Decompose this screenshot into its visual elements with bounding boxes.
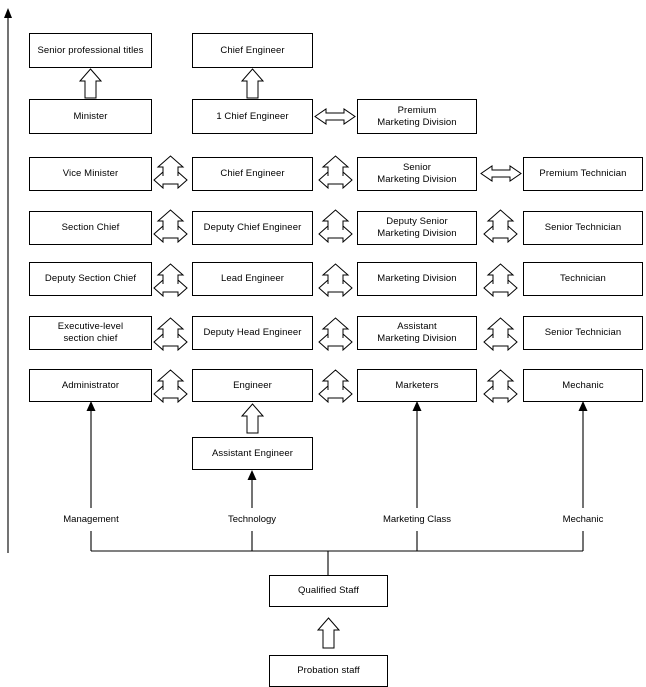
box-label: Senior Technician <box>544 327 622 339</box>
box-label: Senior professional titles <box>37 44 144 56</box>
box-deputy-chief-engineer[interactable]: Deputy Chief Engineer <box>192 211 313 245</box>
box-label: Qualified Staff <box>297 585 359 597</box>
box-minister[interactable]: Minister <box>29 99 152 134</box>
column-label-management: Management <box>63 514 118 525</box>
box-label: Engineer <box>233 379 272 391</box>
entry-arrow-mechanic <box>578 401 588 508</box>
box-technician[interactable]: Technician <box>523 262 643 296</box>
box-mechanic[interactable]: Mechanic <box>523 369 643 402</box>
box-label: Assistant Marketing Division <box>377 321 457 344</box>
box-qualified-staff[interactable]: Qualified Staff <box>269 575 388 607</box>
column-label-text: Marketing Class <box>382 514 452 525</box>
box-probation-staff[interactable]: Probation staff <box>269 655 388 687</box>
box-premium-marketing-division[interactable]: Premium Marketing Division <box>357 99 477 134</box>
box-marketers[interactable]: Marketers <box>357 369 477 402</box>
box-premium-technician[interactable]: Premium Technician <box>523 157 643 191</box>
three-way-arrow-r6-mgmt-tech <box>153 317 188 352</box>
box-label: Chief Engineer <box>220 168 285 180</box>
box-label: Probation staff <box>297 665 360 677</box>
box-senior-technician-r4[interactable]: Senior Technician <box>523 211 643 245</box>
box-senior-professional-titles[interactable]: Senior professional titles <box>29 33 152 68</box>
box-section-chief[interactable]: Section Chief <box>29 211 152 245</box>
three-way-arrow-r5-mgmt-tech <box>153 263 188 298</box>
up-arrow-assistant-engineer-to-engineer <box>240 403 265 434</box>
box-label: Mechanic <box>562 379 604 391</box>
three-way-arrow-r4-mgmt-tech <box>153 209 188 244</box>
box-deputy-head-engineer[interactable]: Deputy Head Engineer <box>192 316 313 350</box>
box-label: Technician <box>560 273 606 285</box>
box-label: Vice Minister <box>62 168 119 180</box>
column-label-text: Technology <box>227 514 277 525</box>
box-label: Executive-level section chief <box>57 321 124 344</box>
entry-arrow-management <box>86 401 96 508</box>
vertical-rank-axis <box>4 8 12 553</box>
three-way-arrow-r3-mgmt-tech <box>153 155 188 190</box>
three-way-arrow-r3-tech-mkt <box>318 155 353 190</box>
double-arrow-senior-marketing-premium-technician <box>480 165 522 182</box>
three-way-arrow-r6-mkt-mech <box>483 317 518 352</box>
box-label: Assistant Engineer <box>211 447 293 459</box>
three-way-arrow-r6-tech-mkt <box>318 317 353 352</box>
box-marketing-division[interactable]: Marketing Division <box>357 262 477 296</box>
three-way-arrow-r7-tech-mkt <box>318 369 353 404</box>
box-label: Senior Technician <box>544 222 622 234</box>
qualified-staff-bus-line <box>90 531 584 575</box>
box-senior-technician-r6[interactable]: Senior Technician <box>523 316 643 350</box>
up-arrow-probation-to-qualified <box>316 617 341 649</box>
three-way-arrow-r4-tech-mkt <box>318 209 353 244</box>
box-label: Premium Marketing Division <box>377 104 457 128</box>
box-label: Chief Engineer <box>220 44 285 56</box>
box-label: Marketers <box>395 379 439 391</box>
three-way-arrow-r4-mkt-mech <box>483 209 518 244</box>
entry-arrow-technology <box>247 470 257 508</box>
box-engineer[interactable]: Engineer <box>192 369 313 402</box>
box-first-chief-engineer[interactable]: 1 Chief Engineer <box>192 99 313 134</box>
up-arrow-minister-to-senior-titles <box>78 68 103 99</box>
box-senior-marketing-division[interactable]: Senior Marketing Division <box>357 157 477 191</box>
three-way-arrow-r5-mkt-mech <box>483 263 518 298</box>
box-administrator[interactable]: Administrator <box>29 369 152 402</box>
box-label: Premium Technician <box>539 168 627 180</box>
three-way-arrow-r7-mkt-mech <box>483 369 518 404</box>
box-assistant-marketing-division[interactable]: Assistant Marketing Division <box>357 316 477 350</box>
box-label: Senior Marketing Division <box>377 162 457 185</box>
double-arrow-chief-engineer-premium-marketing <box>314 108 356 125</box>
three-way-arrow-r5-tech-mkt <box>318 263 353 298</box>
box-label: Administrator <box>61 379 120 391</box>
box-executive-level-section-chief[interactable]: Executive-level section chief <box>29 316 152 350</box>
three-way-arrow-r7-mgmt-tech <box>153 369 188 404</box>
box-label: Deputy Head Engineer <box>203 327 302 339</box>
box-chief-engineer-top[interactable]: Chief Engineer <box>192 33 313 68</box>
box-label: 1 Chief Engineer <box>216 110 289 122</box>
box-label: Lead Engineer <box>220 273 285 285</box>
column-label-mechanic: Mechanic <box>563 514 604 525</box>
box-lead-engineer[interactable]: Lead Engineer <box>192 262 313 296</box>
column-label-text: Management <box>63 514 119 525</box>
entry-arrow-marketing <box>412 401 422 508</box>
column-label-text: Mechanic <box>562 514 604 525</box>
box-label: Deputy Section Chief <box>44 273 137 285</box>
box-label: Section Chief <box>61 222 120 234</box>
column-label-marketing-class: Marketing Class <box>383 514 451 525</box>
box-deputy-section-chief[interactable]: Deputy Section Chief <box>29 262 152 296</box>
box-vice-minister[interactable]: Vice Minister <box>29 157 152 191</box>
up-arrow-first-chief-to-chief-engineer <box>240 68 265 99</box>
box-label: Marketing Division <box>377 273 457 285</box>
box-label: Deputy Senior Marketing Division <box>377 216 457 239</box>
box-label: Deputy Chief Engineer <box>203 222 302 234</box>
box-deputy-senior-marketing-division[interactable]: Deputy Senior Marketing Division <box>357 211 477 245</box>
box-label: Minister <box>73 110 108 122</box>
box-assistant-engineer[interactable]: Assistant Engineer <box>192 437 313 470</box>
box-chief-engineer[interactable]: Chief Engineer <box>192 157 313 191</box>
column-label-technology: Technology <box>228 514 276 525</box>
